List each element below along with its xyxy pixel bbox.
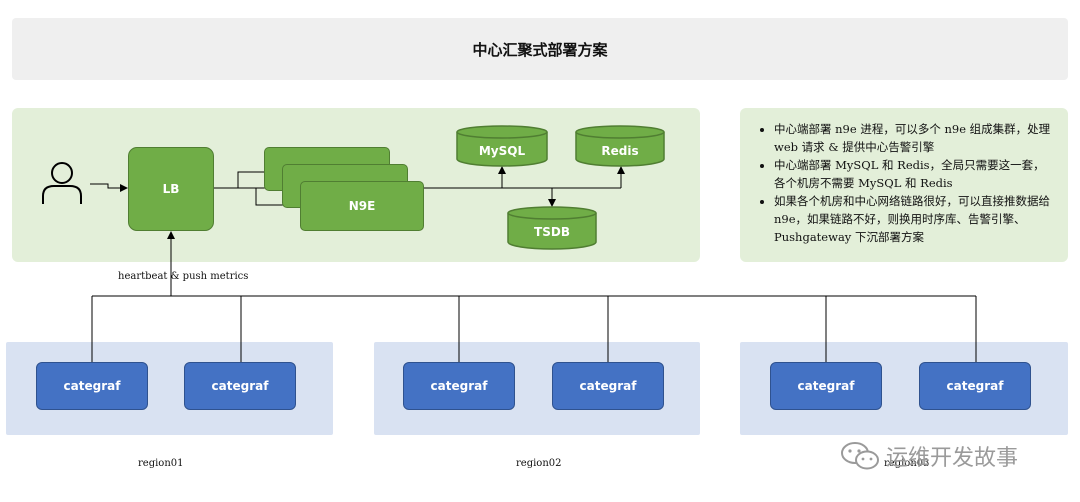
categraf-node: categraf — [403, 362, 515, 410]
watermark-text: 运维开发故事 — [886, 446, 1019, 471]
categraf-node: categraf — [552, 362, 664, 410]
edge-label: heartbeat & push metrics — [118, 271, 249, 282]
diagram-title: 中心汇聚式部署方案 — [12, 18, 1068, 80]
mysql-database-icon: MySQL — [456, 125, 548, 167]
notes-list: 中心端部署 n9e 进程，可以多个 n9e 组成集群，处理 web 请求 & 提… — [740, 120, 1068, 246]
categraf-node: categraf — [770, 362, 882, 410]
watermark: 运维开发故事 — [840, 440, 1018, 472]
categraf-node: categraf — [919, 362, 1031, 410]
categraf-label: categraf — [211, 379, 269, 393]
note-item: 如果各个机房和中心网络链路很好，可以直接推数据给 n9e，如果链路不好，则换用时… — [774, 192, 1052, 246]
user-icon — [42, 162, 82, 204]
categraf-node: categraf — [36, 362, 148, 410]
n9e-node: N9E — [300, 181, 424, 231]
region-label-03: region03 — [884, 458, 930, 469]
categraf-label: categraf — [797, 379, 855, 393]
wechat-icon — [841, 442, 879, 470]
notes-panel: 中心端部署 n9e 进程，可以多个 n9e 组成集群，处理 web 请求 & 提… — [740, 108, 1068, 262]
redis-database-icon: Redis — [575, 125, 665, 167]
redis-label: Redis — [601, 144, 639, 158]
note-item: 中心端部署 n9e 进程，可以多个 n9e 组成集群，处理 web 请求 & 提… — [774, 120, 1052, 156]
n9e-label: N9E — [348, 199, 376, 213]
mysql-label: MySQL — [478, 144, 526, 158]
lb-node: LB — [128, 147, 214, 231]
categraf-label: categraf — [63, 379, 121, 393]
note-item: 中心端部署 MySQL 和 Redis，全局只需要这一套，各个机房不需要 MyS… — [774, 156, 1052, 192]
region-label-02: region02 — [516, 458, 562, 469]
lb-label: LB — [162, 182, 180, 196]
categraf-node: categraf — [184, 362, 296, 410]
categraf-label: categraf — [579, 379, 637, 393]
region-label-01: region01 — [138, 458, 184, 469]
categraf-label: categraf — [430, 379, 488, 393]
categraf-label: categraf — [946, 379, 1004, 393]
tsdb-database-icon: TSDB — [507, 206, 597, 250]
tsdb-label: TSDB — [534, 225, 570, 239]
